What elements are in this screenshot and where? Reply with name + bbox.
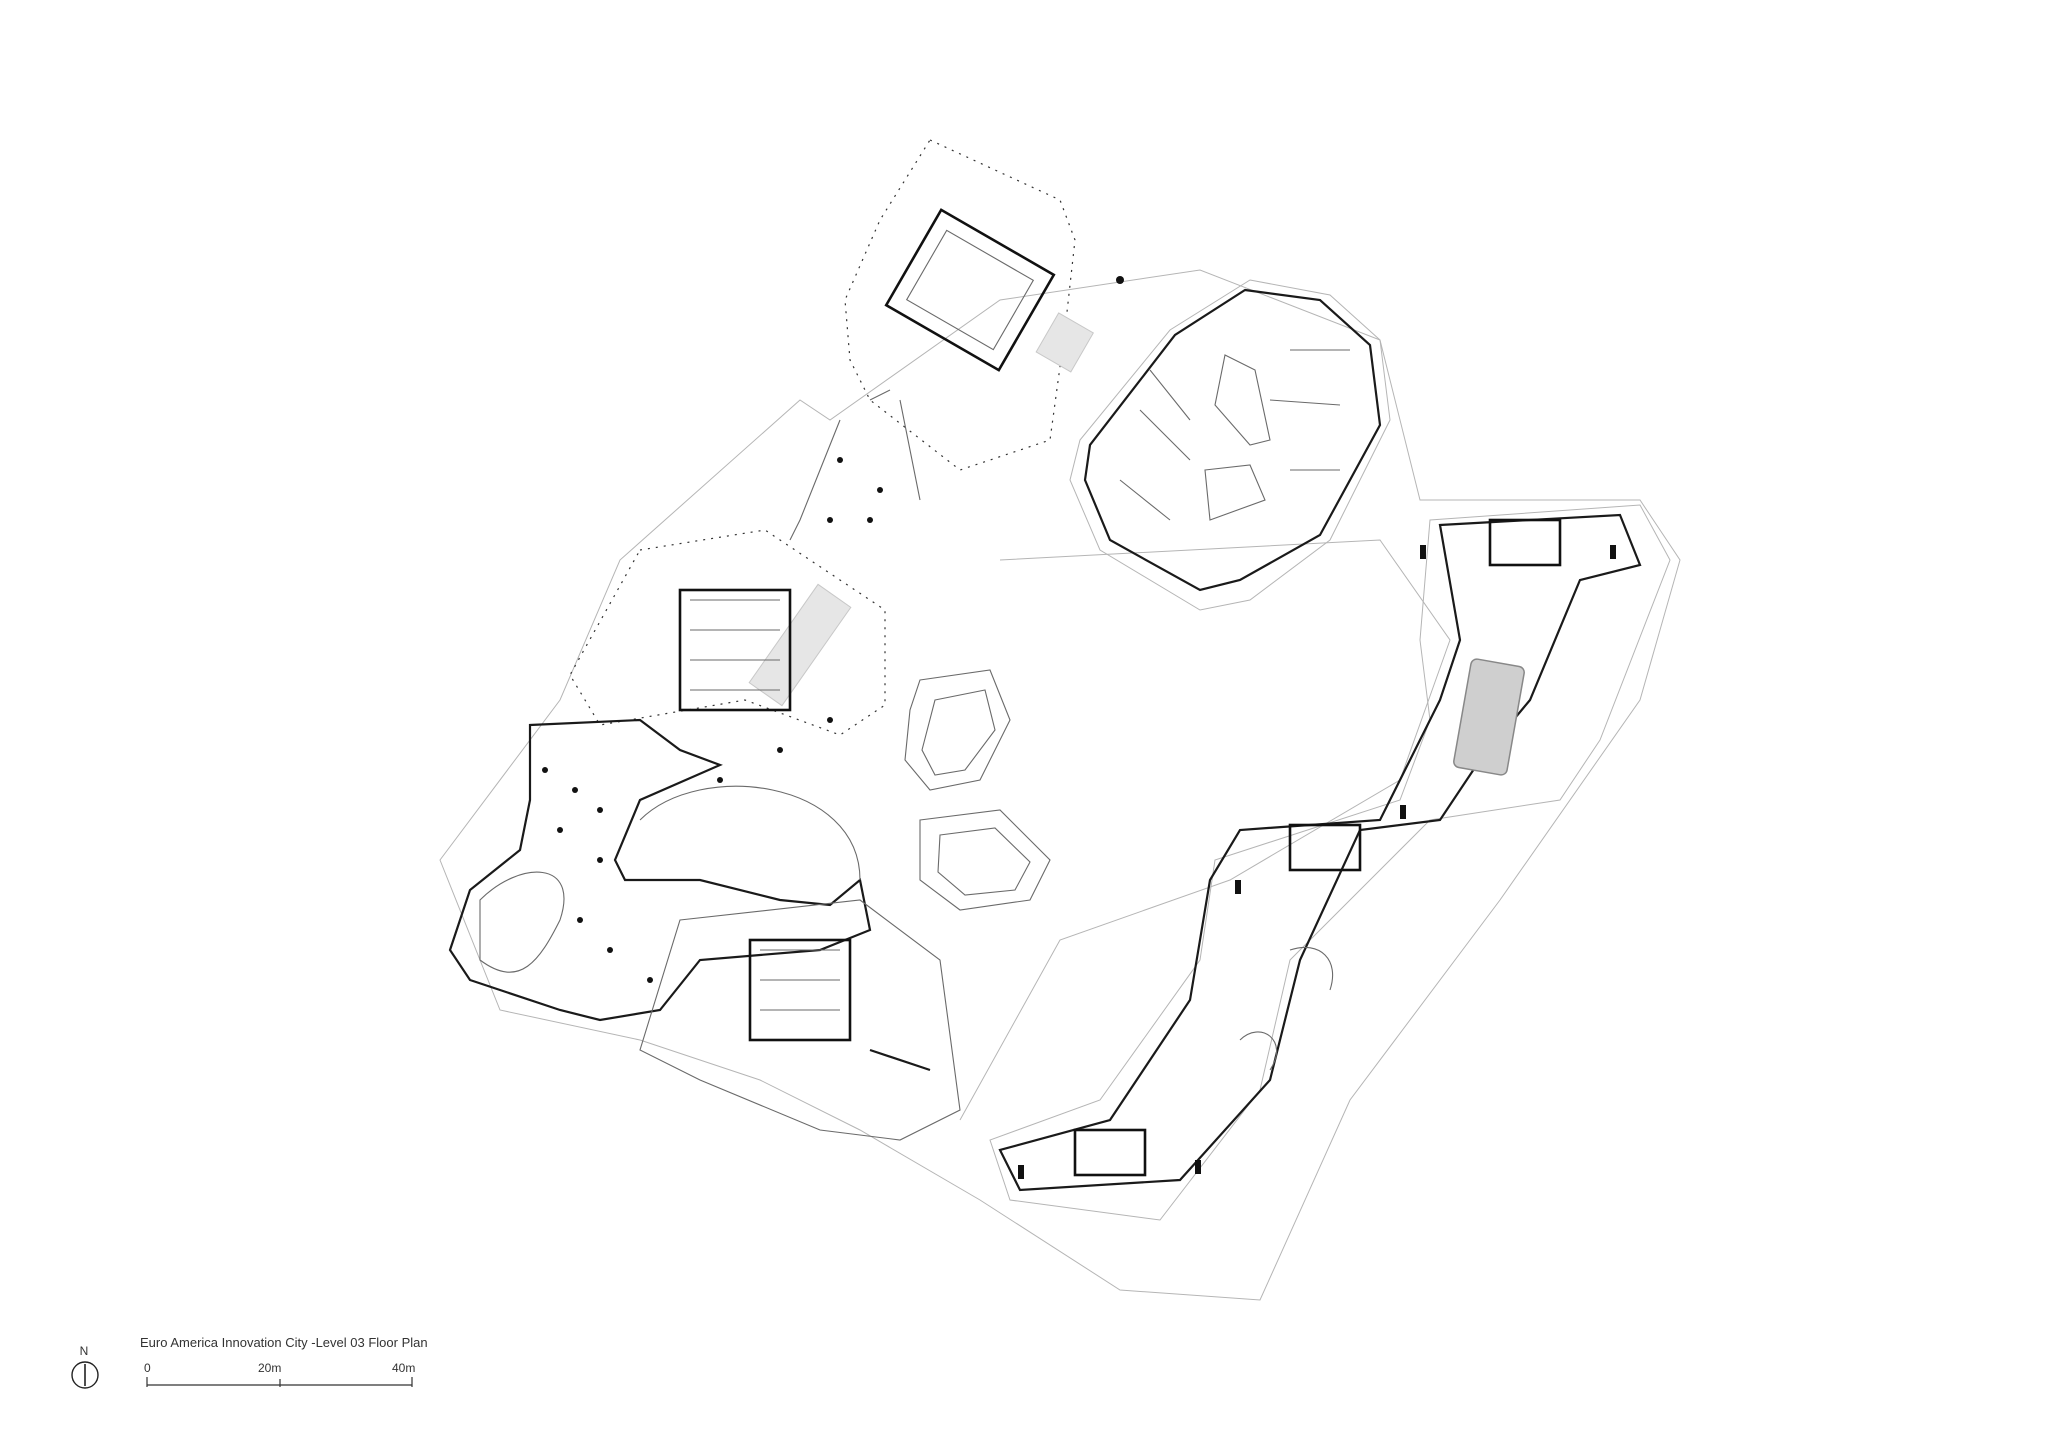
north-arrow-icon [71, 1361, 99, 1389]
southwest-tower-block [639, 899, 961, 1141]
courtyard-features [904, 669, 1051, 911]
ground-plane-line [959, 539, 1451, 1121]
scale-bar [146, 1377, 413, 1387]
scale-tick-label: 20m [258, 1361, 282, 1375]
west-lobby-block [448, 718, 872, 1022]
north-tower-block [789, 139, 1124, 541]
scale-tick-label: 0 [144, 1361, 151, 1375]
middle-tower-block [569, 529, 886, 783]
east-office-wing [989, 504, 1671, 1221]
drawing-legend: Euro America Innovation City -Level 03 F… [140, 1335, 480, 1415]
north-label: N [79, 1344, 89, 1358]
site-outline [439, 269, 1681, 1301]
north-arrow: N [64, 1344, 104, 1400]
northeast-building [748, 279, 1391, 707]
scale-tick-label: 40m [392, 1361, 416, 1375]
drawing-title: Euro America Innovation City -Level 03 F… [140, 1335, 428, 1350]
